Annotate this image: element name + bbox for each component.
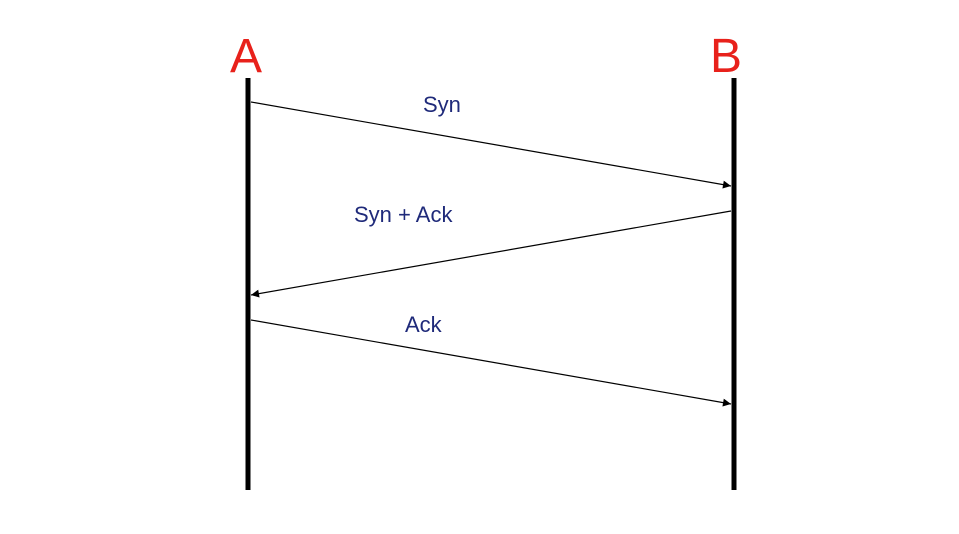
message-arrow-syn xyxy=(250,101,732,189)
message-arrow-ack xyxy=(250,319,732,407)
participant-label-a: A xyxy=(230,30,263,83)
message-label-ack: Ack xyxy=(405,312,442,337)
participant-label-b: B xyxy=(710,30,743,83)
message-label-syn: Syn xyxy=(423,92,461,117)
message-label-syn-ack: Syn + Ack xyxy=(354,202,453,227)
message-arrow-syn-ack xyxy=(250,210,732,298)
